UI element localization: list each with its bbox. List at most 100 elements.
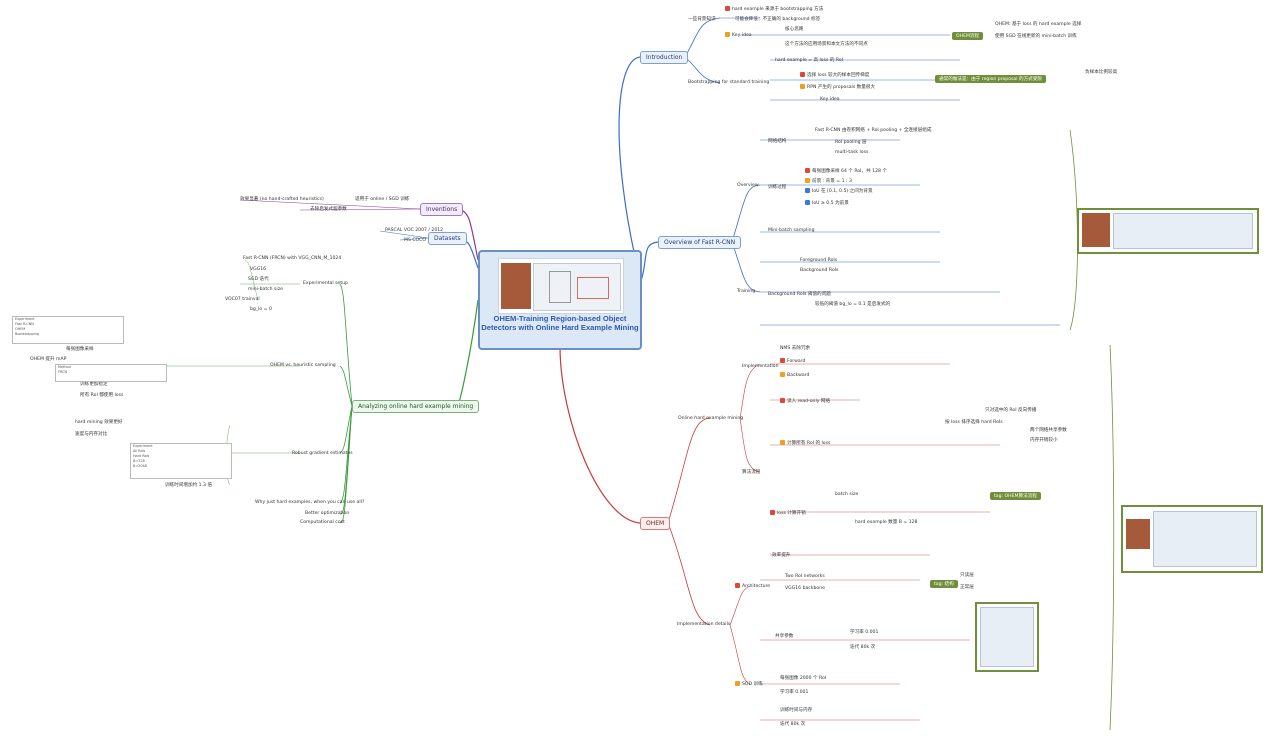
- analyzing-sub[interactable]: Robust gradient estimates: [292, 451, 353, 456]
- overview-leaf: IoU ≥ 0.5 为前景: [805, 200, 849, 207]
- analyzing-sub[interactable]: Better optimization: [305, 511, 350, 516]
- ohem-leaf: 只对选中的 RoI 反向传播: [985, 408, 1037, 413]
- ohem-leaf: Backward: [780, 372, 809, 379]
- overview-figure-thumbnail[interactable]: [1077, 208, 1259, 254]
- branch-analyzing[interactable]: Analyzing online hard example mining: [352, 400, 480, 413]
- analyzing-leaf: OHEM 提升 mAP: [30, 357, 67, 362]
- ohem-leaf: 内存开销较小: [1030, 438, 1058, 443]
- ohem-leaf: 计算所有 RoI 的 loss: [780, 440, 830, 447]
- analyzing-leaf: 训练时间增加约 1.3 倍: [165, 483, 212, 488]
- analyzing-sub[interactable]: Computational cost: [300, 520, 345, 525]
- intro-leaf: Key idea: [820, 97, 840, 102]
- intro-leaf: RPN 产生的 proposals 数量很大: [800, 84, 875, 91]
- inventions-leaf: 去除启发式超参数: [310, 207, 347, 212]
- overview-leaf: 前景 : 背景 = 1 : 3: [805, 178, 852, 185]
- ohem-leaf: 效率提升: [772, 553, 791, 558]
- overview-sub[interactable]: Training: [737, 289, 756, 294]
- impl-leaf: 共享参数: [775, 634, 794, 639]
- branch-overview[interactable]: Overview of Fast R-CNN: [658, 236, 742, 249]
- impl-figure-thumbnail[interactable]: [975, 602, 1039, 672]
- analyzing-leaf: 训练更加稳定: [80, 382, 108, 387]
- intro-leaf: hard example 来源于 bootstrapping 方法: [725, 6, 823, 13]
- analyzing-leaf: SGD 迭代: [248, 277, 269, 282]
- impl-leaf: 学习率 0.001: [780, 690, 809, 695]
- analyzing-leaf: 每张图像采样: [66, 347, 94, 352]
- impl-sub[interactable]: Implementation details: [677, 622, 731, 627]
- analyzing-leaf: hard mining 效果更好: [75, 420, 123, 425]
- intro-sub-bootstrapping[interactable]: Bootstrapping for standard training: [688, 80, 770, 85]
- ohem-leaf: hard example 数量 B = 128: [855, 520, 918, 525]
- intro-leaf: Key idea: [725, 32, 752, 39]
- ohem-leaf: 读入 read-only 网络: [780, 398, 830, 405]
- intro-leaf: 选择 loss 较大的样本回传梯度: [800, 72, 869, 79]
- overview-leaf: Background RoIs: [800, 268, 839, 273]
- intro-sub-background[interactable]: 一些背景知识: [688, 17, 716, 22]
- ohem-leaf: Implementation: [742, 364, 779, 369]
- analyzing-leaf: 所有 RoI 都使用 loss: [80, 393, 124, 398]
- datasets-leaf: MS COCO: [404, 238, 426, 243]
- overview-leaf: Fast R-CNN 由卷积网络 + RoI pooling + 全连接层组成: [815, 128, 932, 133]
- analyzing-leaf: mini-batch size: [248, 287, 283, 292]
- datasets-leaf: PASCAL VOC 2007 / 2012: [385, 228, 444, 233]
- analyzing-leaf: VGG16: [250, 267, 267, 272]
- ohem-leaf: loss 计算开销: [770, 510, 806, 517]
- intro-leaf: 可能会降低：不正确的 background 标签: [735, 17, 821, 22]
- overview-leaf: multi-task loss: [835, 150, 869, 155]
- central-title: OHEM-Training Region-based Object Detect…: [481, 314, 639, 332]
- impl-leaf: 只读层: [960, 573, 974, 578]
- intro-leaf: OHEM: 基于 loss 的 hard example 选择: [995, 22, 1082, 27]
- overview-leaf: 较低的阈值 bg_lo = 0.1 是启发式的: [815, 302, 891, 307]
- intro-tag-proposal: 通常的做法是：由于 region proposal 的方式受限: [935, 75, 1046, 83]
- impl-leaf: 每张图像 2000 个 RoI: [780, 676, 827, 681]
- central-topic[interactable]: OHEM-Training Region-based Object Detect…: [478, 250, 642, 350]
- overview-leaf: 每张图像采样 64 个 RoI，共 128 个: [805, 168, 887, 175]
- ohem-tag-flow: tag: OHEM算法流程: [990, 492, 1041, 500]
- intro-leaf: 使用 SGD 在线更新的 mini-batch 训练: [995, 34, 1077, 39]
- branch-introduction[interactable]: Introduction: [640, 51, 689, 64]
- branch-inventions[interactable]: Inventions: [420, 203, 464, 216]
- impl-leaf: 迭代 80k 次: [780, 722, 806, 727]
- ohem-leaf: NMS 去除冗余: [780, 346, 811, 351]
- overview-leaf: 训练过程: [768, 185, 787, 190]
- impl-leaf: 正常层: [960, 585, 974, 590]
- overview-leaf: Background RoIs 阈值的问题: [768, 292, 831, 297]
- inventions-leaf: 效果显著 (no hand-crafted heuristics): [240, 197, 324, 202]
- impl-leaf: Two RoI networks: [785, 574, 825, 579]
- impl-tag-arch: tag: 结构: [930, 580, 958, 588]
- impl-leaf: 迭代 80k 次: [850, 645, 876, 650]
- intro-leaf: 负样本比例较高: [1085, 70, 1118, 75]
- impl-leaf: VGG16 backbone: [785, 586, 825, 591]
- overview-leaf: 网络结构: [768, 139, 787, 144]
- analyzing-leaf: bg_lo = 0: [250, 307, 272, 312]
- analyzing-sub[interactable]: OHEM vs. heuristic sampling: [270, 363, 336, 368]
- overview-leaf: RoI pooling 层: [835, 140, 867, 145]
- ohem-leaf: batch size: [835, 492, 859, 497]
- inventions-leaf: 适用于 online / SGD 训练: [355, 197, 410, 202]
- intro-leaf: 核心思路: [785, 27, 804, 32]
- ohem-sub[interactable]: Online hard example mining: [678, 416, 744, 421]
- ohem-leaf: 两个网络共享参数: [1030, 428, 1067, 433]
- overview-leaf: Foreground RoIs: [800, 258, 838, 263]
- analyzing-leaf: 速度与内存对比: [75, 432, 108, 437]
- analyzing-leaf: VOC07 trainval: [225, 297, 260, 302]
- analyzing-sub[interactable]: Why just hard examples, when you can use…: [255, 500, 365, 505]
- intro-tag-ohem-flow: OHEM流程: [952, 32, 984, 40]
- analyzing-sub[interactable]: Experimental setup: [303, 281, 348, 286]
- overview-leaf: IoU 在 [0.1, 0.5) 之间为背景: [805, 188, 873, 195]
- ohem-leaf: 按 loss 排序选择 hard RoIs: [945, 420, 1003, 425]
- central-figure-image: [498, 258, 624, 314]
- intro-leaf: 这个方法的应用场景和本文方法的不同点: [785, 42, 868, 47]
- overview-sub[interactable]: Overview: [737, 183, 759, 188]
- intro-leaf: hard example = 高 loss 的 RoI: [775, 58, 844, 63]
- impl-leaf: SGD 训练: [735, 681, 763, 688]
- impl-leaf: Architecture: [735, 583, 770, 590]
- analyzing-leaf: Fast R-CNN (FRCN) with VGG_CNN_M_1024: [243, 256, 342, 261]
- impl-leaf: 训练时间与内存: [780, 708, 813, 713]
- branch-ohem[interactable]: OHEM: [640, 517, 671, 530]
- ohem-figure-thumbnail[interactable]: [1121, 505, 1263, 573]
- branch-datasets[interactable]: Datasets: [428, 232, 467, 245]
